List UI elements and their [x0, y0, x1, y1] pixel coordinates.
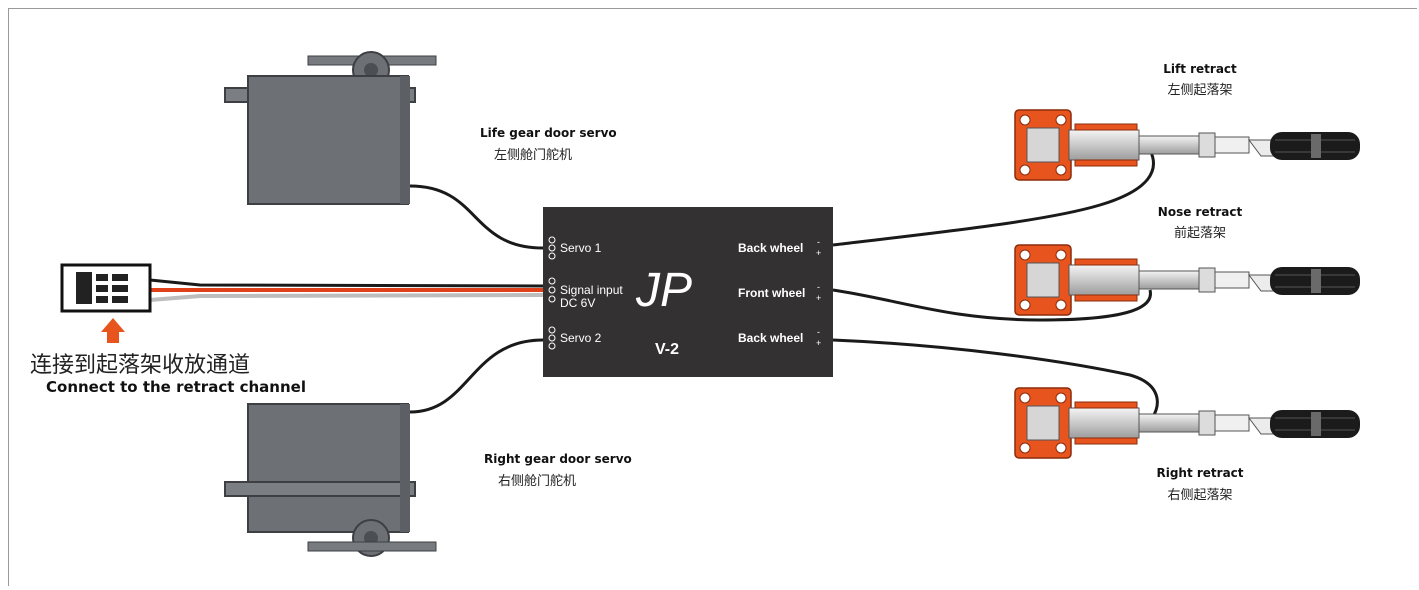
- servo2-cable: [409, 338, 544, 414]
- left-door-servo-label-en: Life gear door servo: [480, 126, 617, 140]
- svg-text:-: -: [817, 327, 820, 337]
- board-logo: JP: [635, 264, 692, 317]
- nose-retract-cable: [832, 288, 1152, 322]
- svg-text:+: +: [816, 338, 821, 348]
- port-label-back-wheel-top: Back wheel: [738, 241, 803, 255]
- board-model: V-2: [655, 341, 679, 358]
- port-label-signal-input: Signal input: [560, 283, 623, 297]
- nose-retract-label-en: Nose retract: [1157, 205, 1243, 219]
- port-label-front-wheel: Front wheel: [738, 286, 805, 300]
- right-retract-label-zh: 右侧起落架: [1167, 488, 1233, 503]
- retract-channel-connector: [60, 263, 152, 313]
- right-door-servo-label-zh: 右侧舱门舵机: [498, 474, 577, 489]
- right-retract-label-en: Right retract: [1156, 466, 1244, 480]
- servo1-cable: [409, 184, 544, 250]
- controller-board: -+ -+ -+ Servo 1 Signal input DC 6V Serv…: [543, 207, 833, 377]
- signal-wires: [149, 278, 544, 302]
- right-door-servo-label-en: Right gear door servo: [484, 452, 632, 466]
- connector-label-en: Connect to the retract channel: [46, 378, 306, 396]
- svg-text:-: -: [817, 237, 820, 247]
- connector-label-zh: 连接到起落架收放通道: [30, 353, 251, 378]
- left-door-servo-label-zh: 左侧舱门舵机: [494, 148, 573, 163]
- right-retract-cable: [832, 338, 1159, 422]
- nose-retract-unit: [1014, 244, 1361, 316]
- svg-text:+: +: [816, 293, 821, 303]
- svg-text:+: +: [816, 248, 821, 258]
- diagram-frame: [8, 8, 1417, 586]
- lift-retract-unit: [1014, 109, 1361, 181]
- connector-arrow: [101, 318, 125, 343]
- svg-text:-: -: [817, 282, 820, 292]
- port-label-dc6v: DC 6V: [560, 296, 595, 310]
- nose-retract-label-zh: 前起落架: [1173, 226, 1226, 241]
- right-door-servo: [224, 403, 437, 557]
- lift-retract-label-en: Lift retract: [1163, 62, 1237, 76]
- port-label-back-wheel-bottom: Back wheel: [738, 331, 803, 345]
- port-label-servo2: Servo 2: [560, 331, 602, 345]
- right-retract-unit: [1014, 387, 1361, 459]
- port-label-servo1: Servo 1: [560, 241, 602, 255]
- lift-retract-label-zh: 左侧起落架: [1167, 83, 1233, 98]
- left-door-servo: [224, 51, 437, 205]
- lift-retract-cable: [832, 149, 1155, 247]
